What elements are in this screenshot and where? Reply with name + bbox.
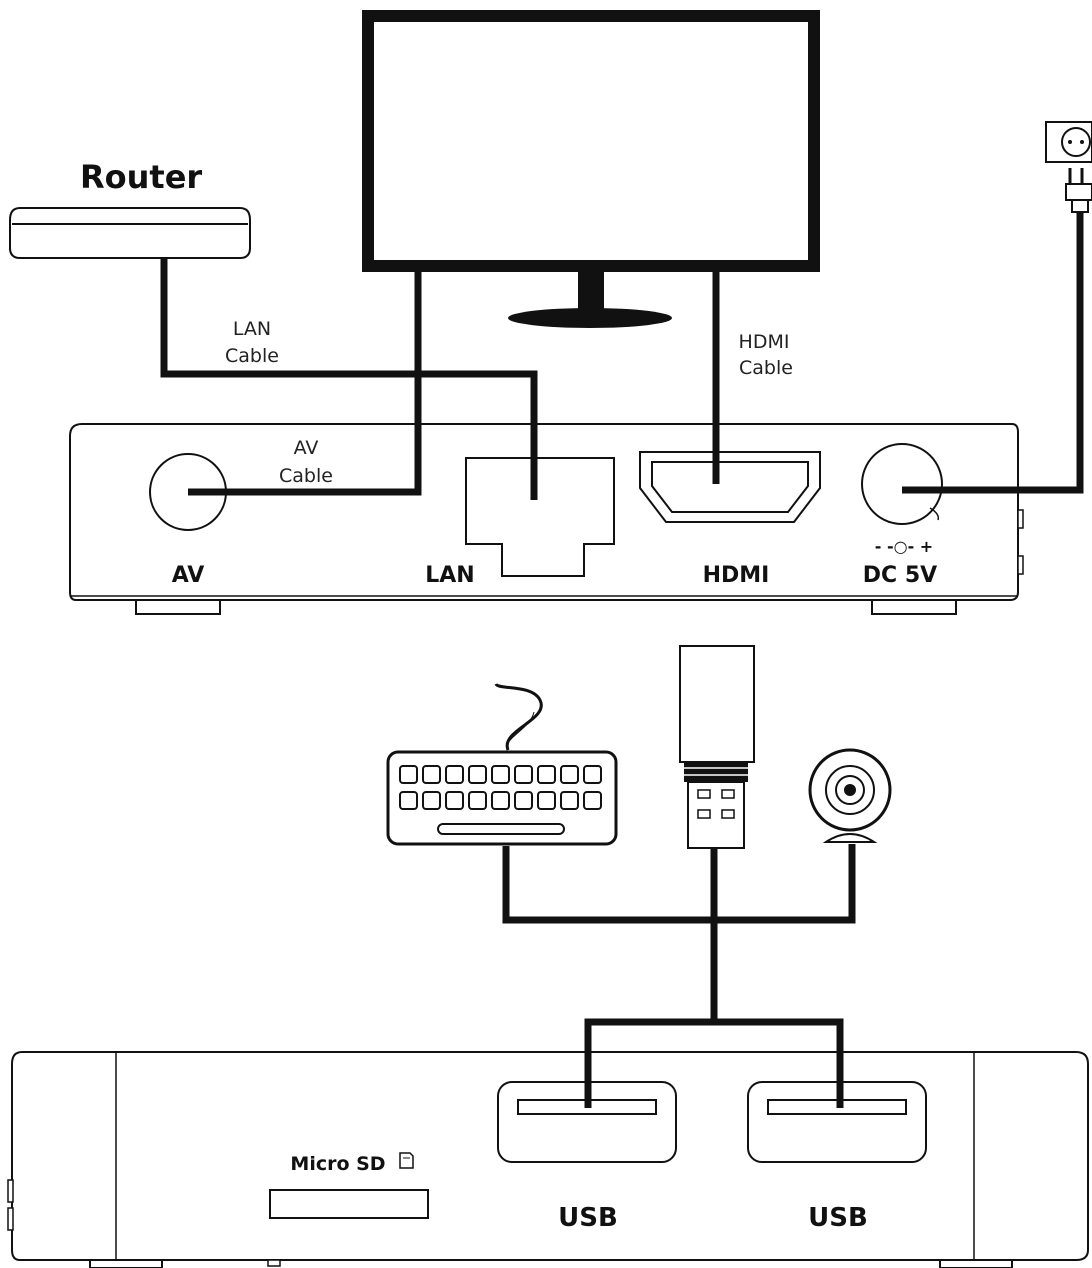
hdmi-cable-label-line1: HDMI <box>739 331 790 353</box>
av-cable-label-line1: AV <box>294 437 319 459</box>
keyboard-key <box>537 765 556 784</box>
lan-cable <box>160 258 538 500</box>
keyboard-key <box>468 791 487 810</box>
dc-port-label: DC 5V <box>863 563 937 588</box>
hdmi-port-label: HDMI <box>703 563 770 588</box>
keyboard-key <box>514 765 533 784</box>
av-cable <box>188 272 422 496</box>
tv-monitor-icon <box>362 10 820 328</box>
micro-sd-label: Micro SD <box>290 1153 385 1175</box>
keyboard-key <box>491 791 510 810</box>
router-label: Router <box>80 158 202 196</box>
lan-cable-label-line1: LAN <box>233 318 271 340</box>
keyboard-icon <box>386 682 618 846</box>
webcam-icon <box>808 748 892 843</box>
usb-port-1 <box>497 1081 677 1163</box>
usb-cable-ends <box>584 1020 844 1108</box>
sd-card-icon <box>399 1152 414 1169</box>
usb-flash-drive-icon <box>679 645 755 849</box>
dc-port <box>861 443 943 525</box>
hdmi-port <box>639 451 821 523</box>
power-outlet-icon <box>1045 121 1092 163</box>
keyboard-key <box>445 791 464 810</box>
keyboard-key <box>445 765 464 784</box>
keyboard-key <box>422 765 441 784</box>
keyboard-key <box>583 765 602 784</box>
keyboard-key <box>468 765 487 784</box>
keyboard-key <box>399 765 418 784</box>
usb-port-2-label: USB <box>808 1203 868 1233</box>
usb-port-1-label: USB <box>558 1203 618 1233</box>
keyboard-key <box>422 791 441 810</box>
power-cable <box>902 212 1084 494</box>
keyboard-key <box>537 791 556 810</box>
dc-polarity-label: - -○- + <box>875 537 933 556</box>
keyboard-key <box>560 791 579 810</box>
keyboard-key <box>560 765 579 784</box>
power-plug-icon <box>1065 168 1092 213</box>
lan-port-label: LAN <box>425 563 474 588</box>
micro-sd-slot <box>269 1189 429 1219</box>
av-port-label: AV <box>172 563 205 588</box>
usb-port-2 <box>747 1081 927 1163</box>
keyboard-key <box>514 791 533 810</box>
keyboard-key <box>583 791 602 810</box>
router-icon <box>9 207 251 259</box>
lan-port <box>465 457 615 577</box>
keyboard-key <box>491 765 510 784</box>
hdmi-cable-label-line2: Cable <box>739 357 793 379</box>
lan-cable-label-line2: Cable <box>225 345 279 367</box>
keyboard-key <box>399 791 418 810</box>
av-cable-label-line2: Cable <box>279 465 333 487</box>
